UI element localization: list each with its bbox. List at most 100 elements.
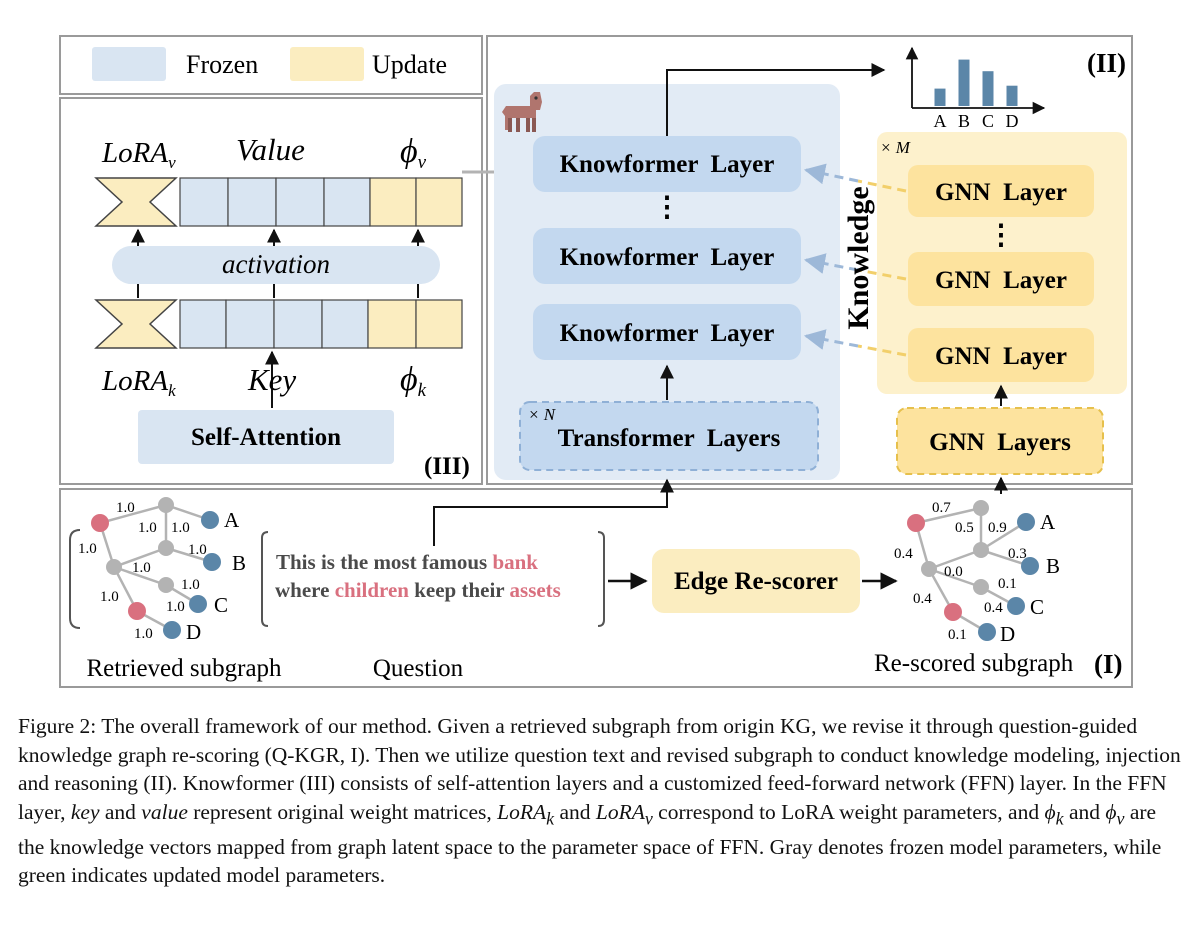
legend-update-label: Update: [372, 50, 447, 79]
svg-text:0.4: 0.4: [913, 591, 932, 607]
retrieved-subgraph: 1.0 1.0 1.0 1.0 1.0 1.0 1.0 1.0 1.0 1.0 …: [69, 497, 246, 644]
svg-text:0.7: 0.7: [932, 500, 951, 516]
phi-v-label: ϕv: [400, 133, 427, 173]
rescored-subgraph-label: Re-scored subgraph: [874, 650, 1074, 677]
svg-text:C: C: [1030, 595, 1044, 619]
phi-k-cell: [367, 299, 417, 349]
gnn-layer-bottom: [908, 328, 1094, 382]
svg-text:1.0: 1.0: [166, 599, 185, 615]
chart-tick-label-D: D: [1006, 111, 1019, 131]
activation-bar: [112, 246, 440, 284]
legend-frozen-label: Frozen: [186, 50, 258, 79]
question-text-line1: This is the most famous bank: [276, 550, 538, 574]
panel-iii: [59, 97, 483, 485]
gnn-layer-bottom-label: GNN Layer: [935, 343, 1067, 370]
panel-ii: [486, 35, 1133, 485]
svg-text:D: D: [186, 620, 201, 644]
update-swatch: [290, 47, 364, 81]
question-to-llm-arrow: [433, 478, 674, 546]
svg-text:C: C: [214, 593, 228, 617]
knowformer-layer-mid: [533, 228, 801, 284]
transformer-layers-block: [519, 401, 819, 471]
lora-v-block: [94, 177, 178, 227]
gnn-layers-label: GNN Layers: [929, 429, 1071, 456]
ellipsis-llm: ⋮: [653, 192, 681, 223]
gnn-layer-top: [908, 165, 1094, 217]
chart-tick-label-B: B: [958, 111, 970, 131]
svg-text:1.0: 1.0: [181, 577, 200, 593]
gnn-layer-mid: [908, 252, 1094, 306]
figure-caption: Figure 2: The overall framework of our m…: [18, 714, 1181, 888]
svg-text:1.0: 1.0: [132, 560, 151, 576]
knowformer-layer-top: [533, 136, 801, 192]
knowformer-layer-mid-label: Knowformer Layer: [560, 244, 775, 271]
phi-v-cell: [415, 177, 463, 227]
ellipsis-gnn: ⋮: [987, 220, 1015, 251]
question-bracket-left: [261, 531, 269, 627]
svg-text:1.0: 1.0: [138, 520, 157, 536]
gnn-layer-mid-label: GNN Layer: [935, 267, 1067, 294]
retrieved-subgraph-label: Retrieved subgraph: [86, 655, 282, 682]
lora-k-label: LoRAk: [101, 365, 176, 400]
svg-text:B: B: [232, 551, 246, 575]
key-matrix: [94, 299, 463, 349]
phi-k-label: ϕk: [400, 361, 427, 401]
svg-text:0.9: 0.9: [988, 520, 1007, 536]
question-bracket-right: [597, 531, 605, 627]
svg-text:0.1: 0.1: [948, 627, 967, 643]
svg-text:1.0: 1.0: [188, 542, 207, 558]
framework-figure: Frozen Update LoRAv Value ϕv activation …: [59, 35, 1133, 688]
svg-text:B: B: [1046, 554, 1060, 578]
knowledge-injection-arrows: [803, 163, 907, 357]
knowledge-label: Knowledge: [842, 186, 875, 329]
svg-text:0.3: 0.3: [1008, 546, 1027, 562]
svg-text:1.0: 1.0: [78, 541, 97, 557]
panel-iii-tag: (III): [424, 453, 470, 480]
llama-icon: [502, 92, 542, 132]
svg-text:1.0: 1.0: [171, 520, 190, 536]
svg-text:1.0: 1.0: [100, 589, 119, 605]
activation-label: activation: [222, 249, 330, 279]
svg-text:0.5: 0.5: [955, 520, 974, 536]
chart-tick-label-C: C: [982, 111, 994, 131]
value-matrix: [94, 177, 463, 227]
value-label: Value: [236, 132, 305, 167]
frozen-swatch: [92, 47, 166, 81]
self-attention-block: [138, 410, 394, 464]
svg-text:0.0: 0.0: [944, 564, 963, 580]
phi-v-cell: [369, 177, 417, 227]
times-n-label: × N: [528, 405, 557, 424]
edge-rescorer-block: [652, 549, 860, 613]
svg-text:D: D: [1000, 622, 1015, 646]
lora-k-block: [94, 299, 178, 349]
times-m-label: × M: [880, 138, 911, 157]
svg-text:1.0: 1.0: [116, 500, 135, 516]
gnn-layers-block: [896, 407, 1104, 475]
chart-bar-A: [934, 88, 946, 106]
knowformer-layer-top-label: Knowformer Layer: [560, 151, 775, 178]
chart-bar-B: [958, 59, 970, 106]
chart-bar-D: [1006, 85, 1018, 106]
phi-k-cell: [415, 299, 463, 349]
rescored-subgraph: 0.7 0.5 0.9 0.3 0.4 0.0 0.1 0.4 0.4 0.1 …: [894, 500, 1060, 646]
lora-v-label: LoRAv: [101, 137, 176, 172]
edge-rescorer-label: Edge Re-scorer: [674, 568, 838, 595]
svg-text:0.4: 0.4: [894, 546, 913, 562]
legend-panel: [59, 35, 483, 95]
question-label: Question: [373, 655, 464, 682]
key-label: Key: [247, 362, 296, 397]
svg-text:1.0: 1.0: [134, 626, 153, 642]
self-attention-label: Self-Attention: [191, 424, 341, 451]
svg-text:0.4: 0.4: [984, 600, 1003, 616]
question-text-line2: where children keep their assets: [275, 578, 561, 602]
svg-text:A: A: [1040, 510, 1056, 534]
knowformer-layer-bottom-label: Knowformer Layer: [560, 320, 775, 347]
transformer-layers-label: Transformer Layers: [558, 425, 781, 452]
knowformer-layer-bottom: [533, 304, 801, 360]
chart-bar-C: [982, 71, 994, 106]
svg-text:0.1: 0.1: [998, 576, 1017, 592]
chart-tick-label-A: A: [934, 111, 947, 131]
panel-i: [59, 488, 1133, 688]
panel-i-tag: (I): [1094, 649, 1123, 679]
